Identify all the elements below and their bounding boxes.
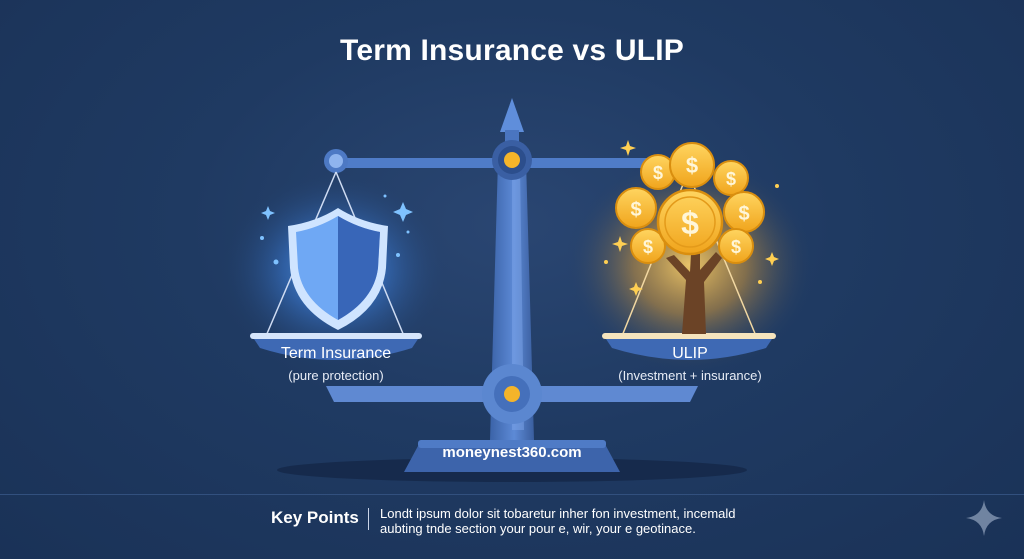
key-points-line-2: aubting tnde section your pour e, wir, y… <box>380 521 696 536</box>
right-pan <box>604 336 774 360</box>
money-tree-icon: $ $ $ $ $ $ $ <box>615 142 765 334</box>
scale-pole-highlight <box>512 165 524 430</box>
gold-sparkles <box>604 140 779 296</box>
right-pan-label: ULIP <box>672 345 708 362</box>
left-pan-label: Term Insurance <box>280 345 392 362</box>
key-points-title: Key Points <box>271 508 359 527</box>
key-points-text: Londt ipsum dolor sit tobaretur inher fo… <box>380 506 780 536</box>
lower-pivot-center <box>504 386 520 402</box>
page-title: Term Insurance vs ULIP <box>340 34 684 67</box>
scale-base <box>404 446 620 472</box>
coin-symbol: $ <box>686 153 698 178</box>
coin-symbol: $ <box>681 205 699 241</box>
coin-symbol: $ <box>726 169 736 189</box>
coin-symbol: $ <box>643 237 653 257</box>
blue-sparkles <box>260 194 413 265</box>
tree-trunk <box>666 236 722 334</box>
website-label: moneynest360.com <box>442 444 582 461</box>
left-pan <box>252 336 420 360</box>
footer-divider <box>0 494 1024 495</box>
coin-symbol: $ <box>738 203 749 225</box>
key-points-separator <box>368 508 369 530</box>
sparkle-icon <box>966 500 1002 536</box>
coin-cluster: $ $ $ $ $ $ $ <box>615 142 765 264</box>
shield-icon <box>288 208 388 330</box>
coin-symbol: $ <box>731 237 741 257</box>
scale-spire <box>500 98 524 132</box>
key-points-line-1: Londt ipsum dolor sit tobaretur inher fo… <box>380 506 736 521</box>
top-pivot-center <box>504 152 520 168</box>
right-pan-sublabel: (Investment + insurance) <box>618 368 762 383</box>
coin-symbol: $ <box>653 163 663 183</box>
scale-base-top <box>418 440 606 448</box>
coin-symbol: $ <box>630 199 641 221</box>
left-pan-sublabel: (pure protection) <box>288 368 384 383</box>
